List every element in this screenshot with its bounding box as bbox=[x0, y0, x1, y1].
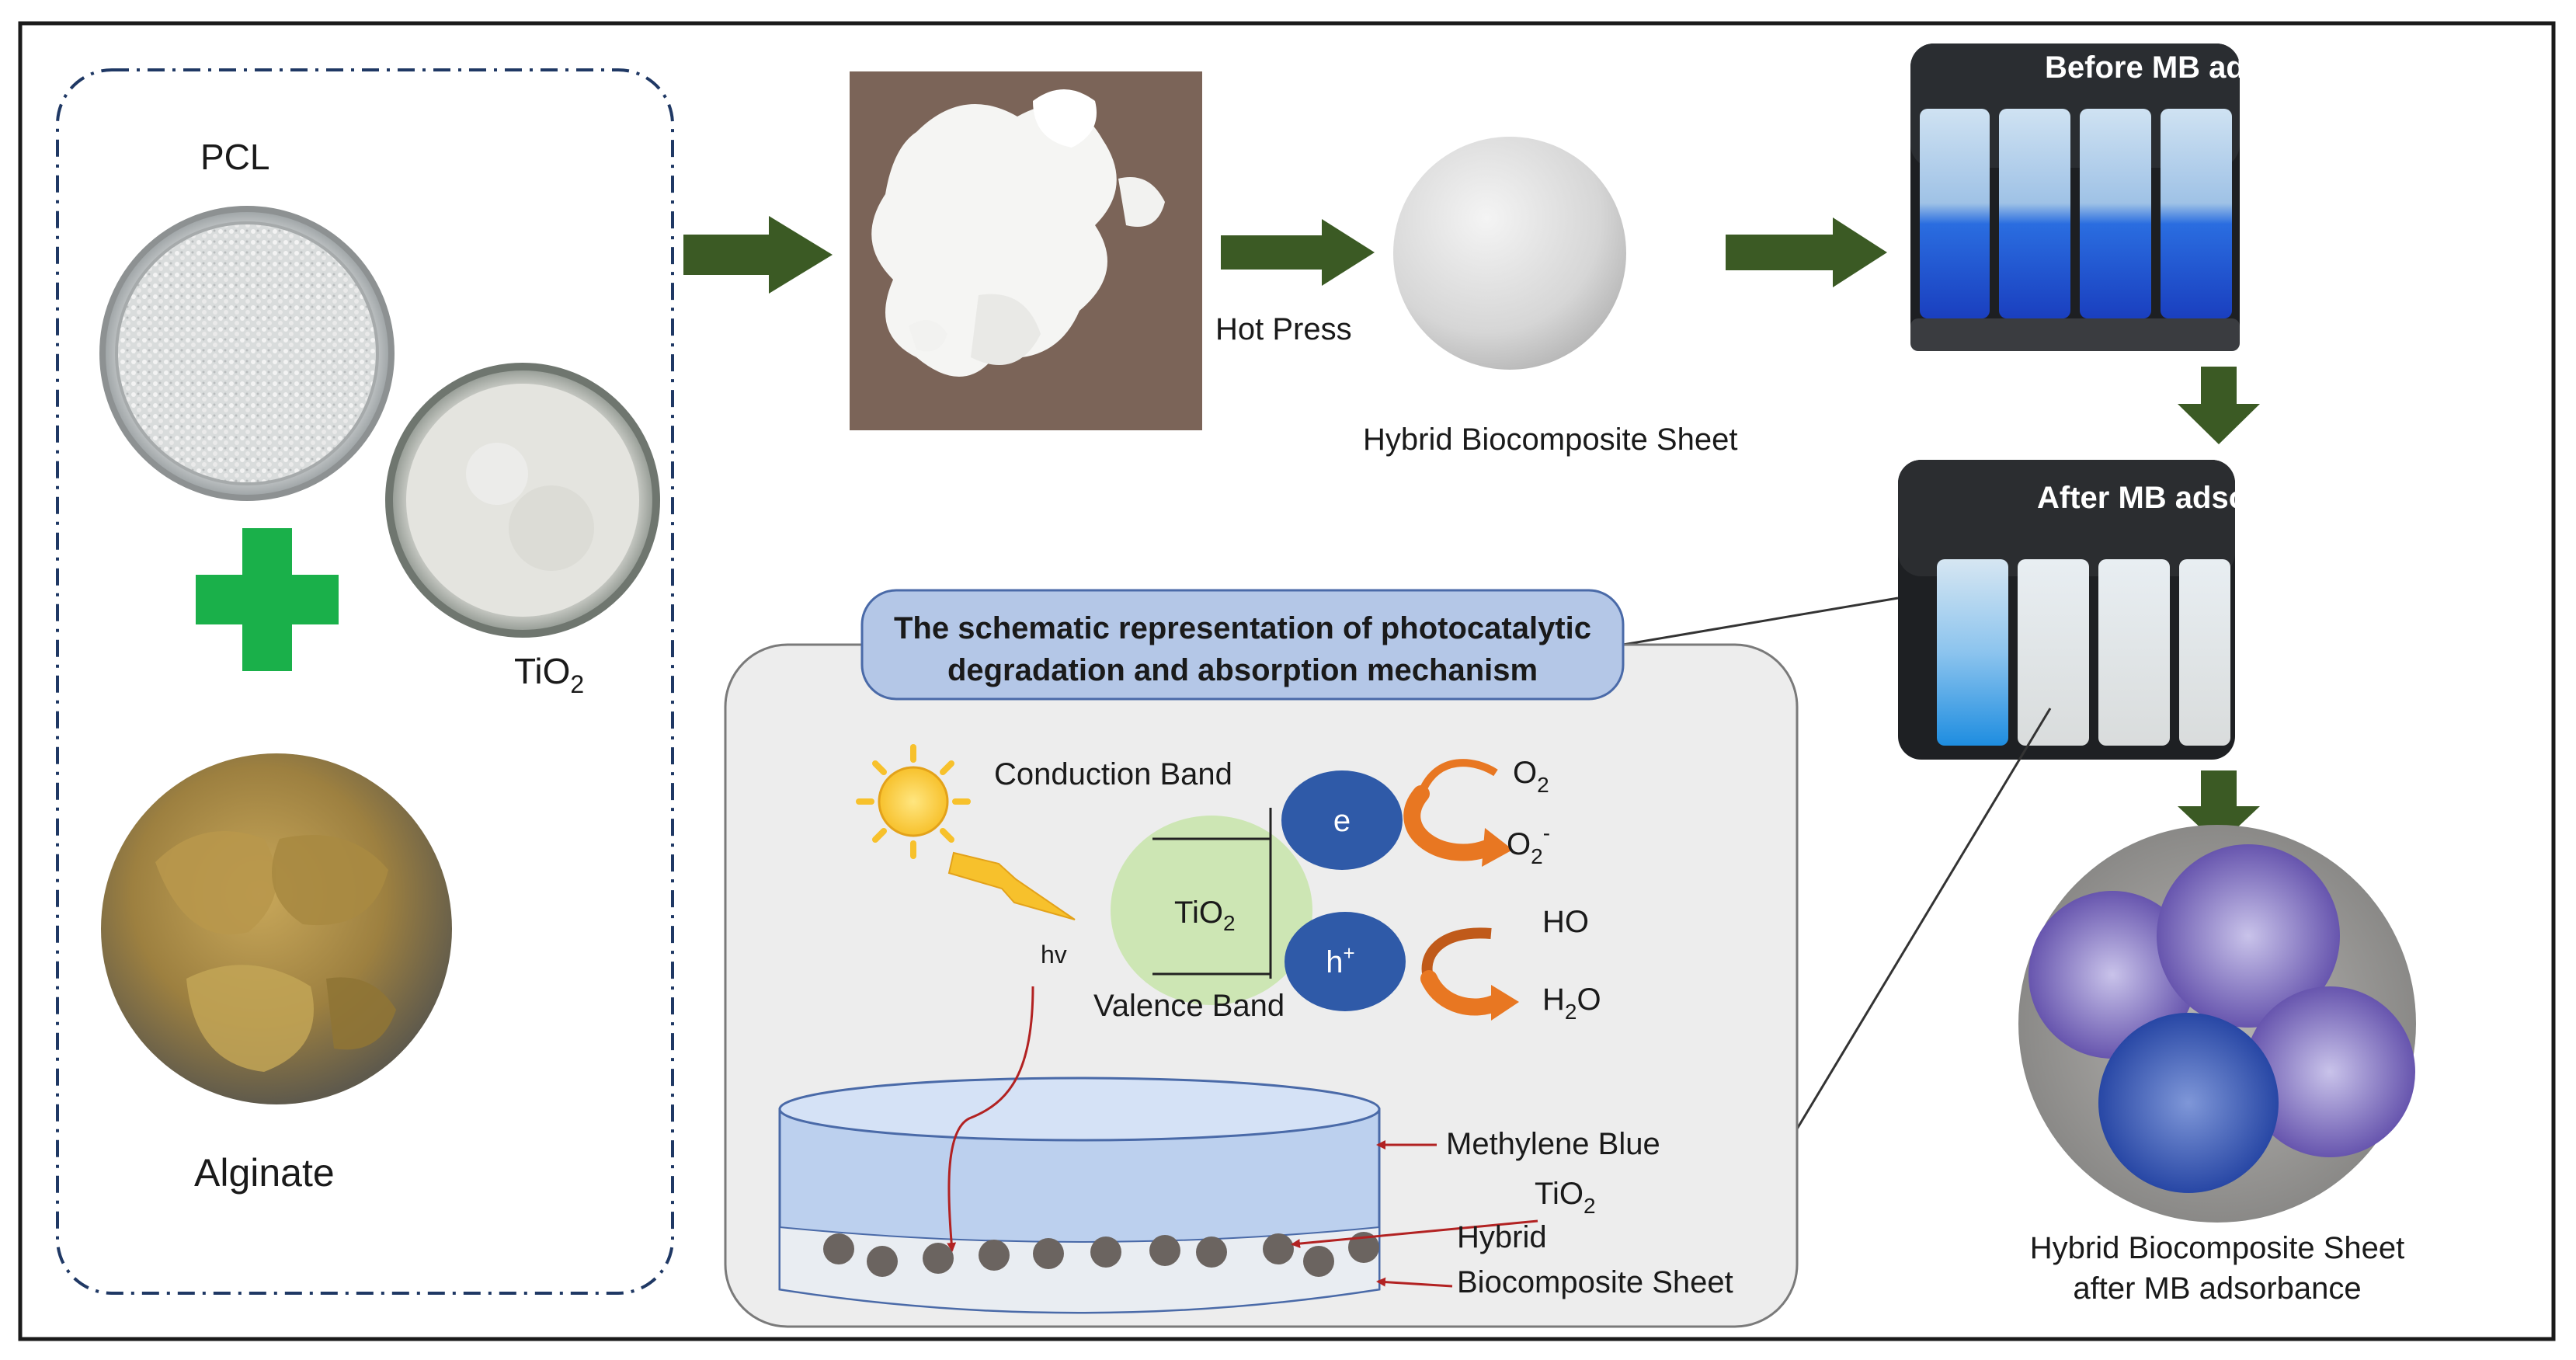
tio2-particle bbox=[1111, 816, 1312, 1005]
reduction-arrow-bottom bbox=[1420, 927, 1519, 1021]
blend-image bbox=[850, 71, 1202, 430]
hybrid-sheet-label: Hybrid Biocomposite Sheet bbox=[1363, 423, 1737, 457]
alginate-image bbox=[101, 753, 452, 1104]
hot-press-label: Hot Press bbox=[1215, 312, 1352, 346]
superoxide-label: O2- bbox=[1507, 821, 1550, 868]
sun-icon bbox=[856, 744, 971, 859]
flow-arrow-5 bbox=[2178, 770, 2260, 845]
hydroxyl-label: HO bbox=[1542, 905, 1589, 939]
hybrid-layer-label-line2: Biocomposite Sheet bbox=[1457, 1265, 1733, 1299]
water-label: H2O bbox=[1542, 983, 1601, 1024]
hole-label: h+ bbox=[1326, 941, 1354, 979]
before-mb-label: Before MB adsorbance bbox=[2045, 50, 2383, 85]
hybrid-sheet-image bbox=[1393, 137, 1626, 370]
after-mb-label: After MB adsorbance bbox=[2037, 481, 2349, 515]
tio2-dish-image bbox=[385, 363, 660, 638]
flow-arrow-1 bbox=[683, 216, 833, 294]
oxidation-arrow-top bbox=[1403, 759, 1513, 867]
hybrid-layer-label-line1: Hybrid bbox=[1457, 1220, 1547, 1254]
connector-line-2 bbox=[1792, 708, 2052, 1135]
tio2-layer-pointer bbox=[1291, 1219, 1538, 1249]
schematic-title-line1: The schematic representation of photocat… bbox=[894, 611, 1591, 645]
tio2-material-label: TiO2 bbox=[514, 651, 584, 698]
alginate-label: Alginate bbox=[194, 1151, 335, 1195]
schematic-title-box bbox=[860, 589, 1625, 701]
light-path-arrow bbox=[947, 986, 1034, 1252]
before-mb-image bbox=[1910, 43, 2240, 351]
schematic-title-line2: degradation and absorption mechanism bbox=[947, 653, 1538, 687]
valence-band-label: Valence Band bbox=[1093, 989, 1285, 1023]
tio2-particles-layer bbox=[823, 1232, 1379, 1277]
final-label-line2: after MB adsorbance bbox=[2073, 1271, 2361, 1306]
hole-circle bbox=[1285, 912, 1406, 1011]
connector-line-1 bbox=[1622, 597, 1899, 646]
flow-arrow-2 bbox=[1221, 219, 1375, 286]
hv-label: hv bbox=[1041, 941, 1067, 969]
after-mb-image bbox=[1898, 460, 2235, 760]
electron-circle bbox=[1281, 770, 1403, 870]
methylene-blue-dish bbox=[778, 1077, 1381, 1314]
materials-box bbox=[56, 68, 674, 1295]
methylene-blue-label: Methylene Blue bbox=[1446, 1127, 1660, 1161]
flow-arrow-4 bbox=[2178, 367, 2260, 444]
sheet-pointer bbox=[1376, 1277, 1453, 1288]
electron-label: e bbox=[1333, 804, 1351, 838]
final-sheets-image bbox=[2018, 825, 2416, 1223]
conduction-band-label: Conduction Band bbox=[994, 757, 1232, 791]
tio2-particle-label: TiO2 bbox=[1174, 896, 1236, 935]
tio2-layer-label: TiO2 bbox=[1535, 1177, 1596, 1218]
lightning-icon bbox=[947, 851, 1076, 920]
flow-arrow-3 bbox=[1726, 217, 1887, 287]
plus-icon bbox=[196, 528, 339, 671]
o2-label: O2 bbox=[1513, 756, 1549, 797]
final-label-line1: Hybrid Biocomposite Sheet bbox=[2030, 1231, 2404, 1265]
pcl-dish-image bbox=[99, 206, 395, 501]
pcl-label: PCL bbox=[200, 137, 269, 177]
